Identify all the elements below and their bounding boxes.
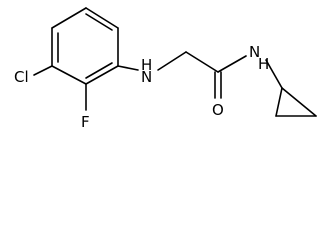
amine-nitrogen-label: N: [141, 68, 152, 86]
cyclopropyl-bond-left: [275, 87, 283, 117]
ring-bond-top-right: [85, 7, 119, 29]
bond-carbonyl-to-amide-n: [217, 55, 247, 73]
amide-nitrogen-label: N: [249, 43, 260, 61]
amine-hydrogen-label: H: [141, 56, 152, 74]
ring-bond-bottom-left: [51, 65, 87, 85]
amide-hydrogen-label: H: [258, 55, 269, 73]
bond-ring-to-chlorine: [33, 65, 53, 76]
benzene-ring: [51, 7, 119, 85]
chlorine-label: Cl: [14, 68, 29, 86]
cyclopropyl-ring: [275, 87, 317, 117]
ring-double-bond-bottom: [85, 62, 113, 79]
molecule-structure: Cl F H N N H O: [14, 7, 317, 131]
carbonyl-oxygen-label: O: [212, 101, 224, 119]
bond-amine-to-ch2: [157, 51, 187, 71]
ring-bond-bottom-right: [85, 65, 119, 85]
cyclopropyl-bond-right: [281, 87, 317, 117]
bond-ch2-to-carbonyl: [185, 51, 219, 73]
ring-bond-top-left: [51, 7, 87, 29]
bond-amide-n-to-cyclopropyl: [265, 59, 283, 89]
fluorine-label: F: [81, 113, 90, 131]
bond-ring-to-amine: [117, 65, 139, 71]
ring-double-bond-top: [85, 13, 113, 31]
